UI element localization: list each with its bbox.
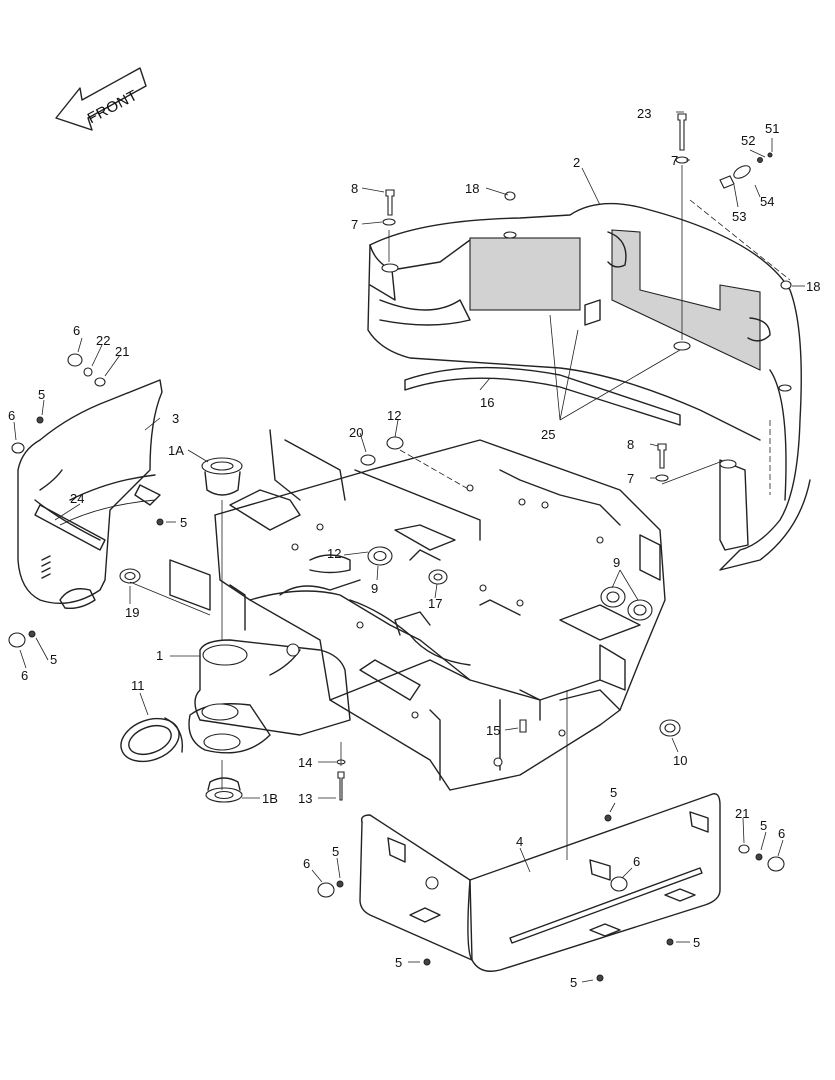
callout-9: 9 [613, 555, 620, 570]
counterweight-strip [404, 366, 681, 426]
callout-6: 6 [8, 408, 15, 423]
callout-7: 7 [671, 153, 678, 168]
callout-5: 5 [570, 975, 577, 990]
callout-6: 6 [778, 826, 785, 841]
callout-1A: 1A [168, 443, 184, 458]
callout-21: 21 [115, 344, 129, 359]
counterweight-pad-right [611, 229, 761, 371]
callout-5: 5 [760, 818, 767, 833]
callout-2: 2 [573, 155, 580, 170]
alignment-lines [129, 165, 791, 860]
callout-1B: 1B [262, 791, 278, 806]
front-arrow-icon: FRONT [55, 67, 147, 131]
callout-8: 8 [351, 181, 358, 196]
callout-53: 53 [732, 209, 746, 224]
callout-21: 21 [735, 806, 749, 821]
callout-7: 7 [627, 471, 634, 486]
callout-14: 14 [298, 755, 312, 770]
callout-16: 16 [480, 395, 494, 410]
callout-25: 25 [541, 427, 555, 442]
callout-19: 19 [125, 605, 139, 620]
callout-15: 15 [486, 723, 500, 738]
callout-6: 6 [303, 856, 310, 871]
callout-20: 20 [349, 425, 363, 440]
callout-5: 5 [332, 844, 339, 859]
callout-10: 10 [673, 753, 687, 768]
leader-lines [13, 111, 805, 983]
front-label: FRONT [85, 87, 141, 127]
counterweight-pad-left [469, 237, 581, 311]
left-side-cover [17, 379, 163, 610]
callout-22: 22 [96, 333, 110, 348]
callout-52: 52 [741, 133, 755, 148]
callout-5: 5 [50, 652, 57, 667]
callout-7: 7 [351, 217, 358, 232]
grommets [11, 353, 681, 737]
callout-12: 12 [327, 546, 341, 561]
callout-24: 24 [70, 491, 84, 506]
counterweight [367, 202, 811, 571]
callout-6: 6 [633, 854, 640, 869]
cover-caps [8, 632, 785, 898]
front-cover [359, 793, 721, 972]
callout-4: 4 [516, 834, 523, 849]
callout-18: 18 [806, 279, 820, 294]
callout-5: 5 [38, 387, 45, 402]
callout-54: 54 [760, 194, 774, 209]
callout-5: 5 [610, 785, 617, 800]
swivel-bushing-1A [201, 457, 243, 496]
main-frame [169, 429, 666, 791]
seal-ring-11 [120, 717, 184, 763]
callout-23: 23 [637, 106, 651, 121]
callout-3: 3 [172, 411, 179, 426]
callout-8: 8 [627, 437, 634, 452]
callout-11: 11 [131, 678, 145, 693]
callout-13: 13 [298, 791, 312, 806]
bolts [28, 113, 792, 982]
callout-17: 17 [428, 596, 442, 611]
callout-5: 5 [693, 935, 700, 950]
callout-labels: 23 7 52 51 54 53 2 18 8 7 18 16 25 8 7 1… [8, 106, 820, 990]
callout-5: 5 [395, 955, 402, 970]
callout-12: 12 [387, 408, 401, 423]
swivel-bushing-1B [205, 777, 243, 803]
callout-6: 6 [73, 323, 80, 338]
callout-5: 5 [180, 515, 187, 530]
callout-51: 51 [765, 121, 779, 136]
callout-18: 18 [465, 181, 479, 196]
callout-9: 9 [371, 581, 378, 596]
callout-1: 1 [156, 648, 163, 663]
callout-6: 6 [21, 668, 28, 683]
